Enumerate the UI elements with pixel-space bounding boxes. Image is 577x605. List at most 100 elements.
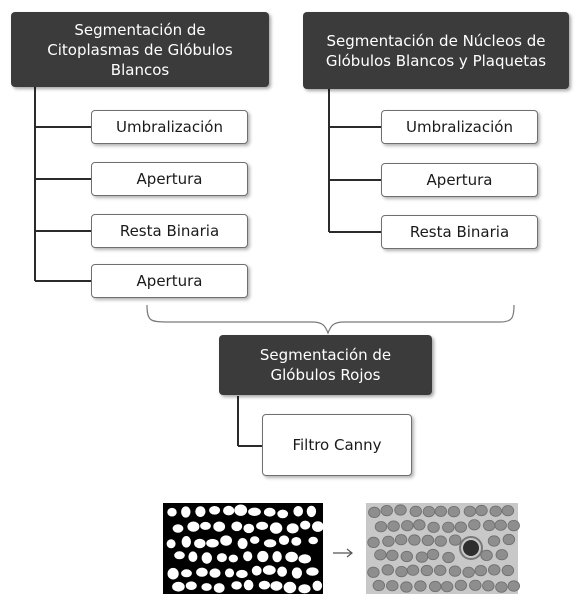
- mask-cell: [257, 550, 269, 563]
- red-blood-cell: [454, 579, 468, 591]
- red-blood-cell: [368, 506, 381, 519]
- red-blood-cell: [502, 533, 516, 546]
- mask-cell: [201, 552, 212, 564]
- mask-cell: [308, 536, 319, 545]
- merge-brace: [146, 304, 515, 335]
- mask-cell: [263, 507, 276, 517]
- mask-cell: [194, 538, 206, 549]
- red-blood-cell: [487, 535, 501, 547]
- mask-cell: [167, 567, 179, 580]
- red-blood-cell: [448, 565, 462, 577]
- mask-cell: [258, 580, 270, 590]
- mask-cell: [293, 506, 304, 517]
- red-blood-cell: [386, 549, 399, 562]
- binary-mask-image: [163, 503, 324, 594]
- mask-cell: [277, 509, 289, 519]
- red-blood-cell: [429, 580, 442, 593]
- mask-cell: [231, 521, 243, 532]
- mask-cell: [298, 554, 312, 564]
- mask-cell: [224, 568, 235, 578]
- mask-cell: [220, 535, 233, 546]
- right-step-thresholding: Umbralización: [381, 110, 538, 144]
- red-blood-cell: [449, 534, 462, 546]
- red-blood-cell: [421, 534, 435, 547]
- mask-cell: [243, 579, 254, 591]
- red-blood-cell: [494, 519, 507, 531]
- mask-cell: [248, 507, 261, 516]
- red-blood-cell: [400, 550, 414, 563]
- red-blood-cell: [372, 579, 386, 592]
- mask-cell: [278, 535, 290, 545]
- mask-cell: [251, 565, 262, 576]
- red-blood-cell: [395, 565, 408, 578]
- mask-cell: [223, 505, 235, 516]
- mask-cell: [209, 568, 221, 578]
- red-blood-cell: [434, 505, 448, 517]
- mask-cell: [263, 539, 277, 548]
- red-blood-cell: [442, 521, 455, 533]
- red-blood-cell: [463, 505, 477, 517]
- red-blood-cell: [386, 580, 399, 592]
- mask-cell: [286, 523, 299, 534]
- mask-cell: [306, 505, 317, 518]
- red-blood-cell: [440, 581, 454, 593]
- mask-cell: [172, 524, 184, 533]
- mask-cell: [206, 538, 219, 548]
- red-blood-cell: [374, 521, 388, 533]
- red-blood-cell: [495, 549, 509, 561]
- red-blood-cell: [401, 520, 414, 532]
- red-blood-cell: [409, 505, 423, 517]
- red-blood-cell: [374, 549, 387, 561]
- red-blood-cell: [367, 536, 380, 549]
- red-blood-cell: [462, 566, 475, 578]
- red-blood-cell: [394, 504, 407, 516]
- right-step-binary-subtraction: Resta Binaria: [381, 215, 538, 249]
- canny-filter-step: Filtro Canny: [262, 414, 412, 476]
- mask-cell: [291, 537, 302, 546]
- mask-cell: [256, 521, 269, 531]
- red-blood-cell: [501, 505, 515, 517]
- red-blood-cell: [482, 580, 495, 592]
- right-step-opening: Apertura: [381, 163, 538, 197]
- cytoplasm-segmentation-header: Segmentación de Citoplasmas de Glóbulos …: [11, 12, 269, 87]
- mask-cell: [306, 567, 319, 576]
- left-step-opening: Apertura: [91, 162, 248, 196]
- mask-cell: [236, 569, 248, 579]
- mask-cell: [209, 506, 221, 515]
- red-blood-cell: [413, 519, 426, 531]
- red-blood-cell: [475, 504, 488, 517]
- red-blood-cell: [387, 520, 400, 532]
- mask-cell: [298, 584, 311, 594]
- red-blood-cell: [415, 551, 429, 563]
- red-blood-cell: [434, 564, 447, 576]
- mask-cell: [181, 506, 191, 518]
- mask-cell: [167, 507, 177, 517]
- mask-cell: [166, 539, 176, 549]
- red-blood-cell: [501, 564, 515, 577]
- mask-cell: [174, 551, 185, 560]
- red-blood-cell: [469, 579, 482, 591]
- mask-cell: [181, 569, 192, 578]
- mask-cell: [243, 523, 255, 534]
- mask-cell: [200, 521, 211, 530]
- mask-cell: [250, 536, 260, 544]
- red-blood-cell: [483, 519, 496, 532]
- mask-cell: [291, 567, 302, 579]
- red-blood-cell: [382, 535, 395, 547]
- mask-cell: [234, 504, 248, 516]
- mask-cell: [213, 583, 225, 593]
- red-blood-cell: [489, 505, 502, 517]
- red-blood-cell: [422, 505, 436, 518]
- mask-cell: [181, 536, 191, 548]
- left-step-thresholding: Umbralización: [91, 110, 248, 144]
- red-blood-cell: [406, 564, 420, 576]
- red-blood-cell: [426, 548, 440, 561]
- red-blood-cell: [408, 534, 421, 546]
- mask-cell: [187, 521, 200, 532]
- mask-cell: [196, 567, 208, 577]
- red-blood-cell: [474, 564, 488, 577]
- mask-cell: [228, 554, 238, 563]
- micrograph-image: [366, 503, 521, 594]
